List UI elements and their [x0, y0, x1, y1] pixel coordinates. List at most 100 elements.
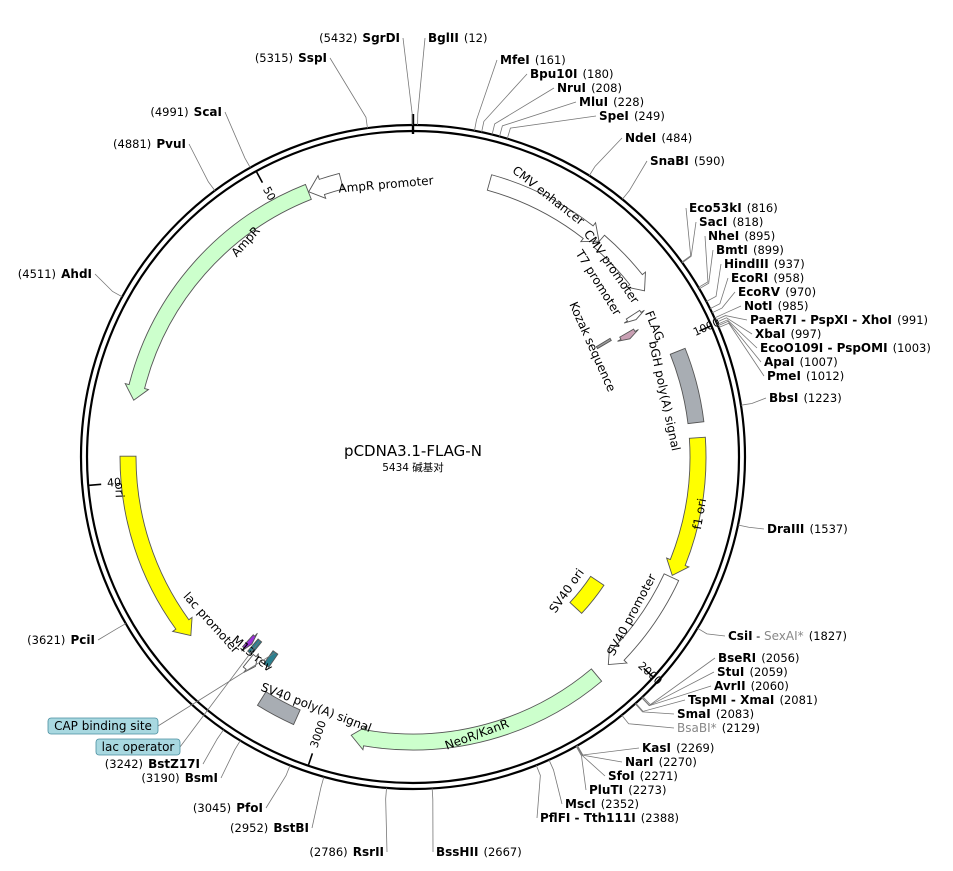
feature-label-ampr-promoter: AmpR promoter — [338, 173, 434, 195]
site-label-bsabi: BsaBI* (2129) — [677, 717, 760, 736]
feature-t7-promoter — [623, 309, 645, 324]
site-name: EcoO109I - PspOMI — [760, 341, 888, 355]
site-name: AvrII — [714, 679, 746, 693]
site-leader — [576, 745, 623, 763]
site-leader — [682, 221, 697, 264]
site-label-bsshii: BssHII (2667) — [436, 841, 522, 860]
site-leader — [97, 623, 127, 641]
feature-label-flag: FLAG — [642, 309, 667, 343]
site-leader — [220, 740, 241, 779]
feature-ori — [119, 455, 193, 637]
site-leader — [575, 746, 587, 791]
site-leader — [499, 101, 577, 137]
site-label-ecori: EcoRI (958) — [731, 267, 804, 286]
site-position: (970) — [785, 285, 816, 299]
site-position: (3190) — [141, 771, 179, 785]
site-label-nrui: NruI (208) — [557, 77, 622, 96]
site-name: ApaI — [764, 355, 794, 369]
feature-ampr — [124, 183, 312, 401]
site-label-hindiii: HindIII (937) — [724, 253, 805, 272]
site-leader — [716, 317, 753, 335]
site-leader — [202, 729, 224, 765]
site-leader — [698, 235, 709, 288]
site-leader — [622, 160, 648, 200]
site-position: (2388) — [641, 811, 679, 825]
site-name: BstBI — [273, 821, 309, 835]
tag-box-cap-binding-site — [47, 717, 159, 735]
site-label-avrii: AvrII (2060) — [714, 675, 789, 694]
plasmid-name: pCDNA3.1-FLAG-N — [344, 442, 482, 460]
site-name: NotI — [744, 299, 773, 313]
site-name: MscI — [565, 797, 596, 811]
site-name: Bpu10I — [530, 67, 577, 81]
site-leader — [402, 37, 413, 126]
plasmid-center-label: pCDNA3.1-FLAG-N 5434 碱基对 — [344, 442, 482, 474]
site-position: (2083) — [716, 707, 754, 721]
site-leader — [576, 745, 606, 777]
site-label-mfei: MfeI (161) — [500, 49, 566, 68]
feature-kozak — [595, 337, 612, 350]
site-label-bmti: BmtI (899) — [716, 239, 784, 258]
tag-label-lac-operator-tag: lac operator — [102, 740, 175, 754]
feature-lac-promoter — [242, 653, 259, 673]
site-position: (2081) — [779, 693, 817, 707]
site-leader — [548, 759, 563, 805]
site-label-sfoi: SfoI (2271) — [608, 765, 678, 784]
site-label-bsmi: (3190) BsmI — [141, 767, 218, 786]
tick-mark — [255, 171, 264, 183]
feature-ampr-promoter — [308, 172, 344, 200]
site-leader — [311, 776, 325, 829]
site-position: (958) — [773, 271, 804, 285]
site-leader — [417, 37, 426, 126]
site-position: (2056) — [761, 651, 799, 665]
site-name: RsrII — [353, 845, 384, 859]
site-leader — [621, 714, 675, 729]
site-label-beri: BseRI (2056) — [718, 647, 799, 666]
site-label-bstbi: (2952) BstBI — [230, 817, 309, 836]
site-leader — [715, 315, 748, 321]
site-label-bbsi: BbsI (1223) — [769, 387, 842, 406]
site-name: PflFI - Tth111I — [540, 811, 636, 825]
site-position: (991) — [897, 313, 928, 327]
site-name: PluTI — [589, 783, 623, 797]
site-name: TspMI - XmaI — [688, 693, 774, 707]
feature-bgh — [669, 347, 705, 425]
site-label-pmei: PmeI (1012) — [767, 365, 844, 384]
site-extra-name: SexAI* — [764, 629, 804, 643]
site-position: (228) — [613, 95, 644, 109]
tick-mark — [699, 325, 711, 332]
site-name: AhdI — [61, 267, 92, 281]
feature-m13-rev — [241, 632, 258, 652]
site-label-apai: ApaI (1007) — [764, 351, 838, 370]
site-name: PaeR7I - PspXI - XhoI — [750, 313, 892, 327]
site-position: (249) — [634, 109, 665, 123]
site-label-eco0109i: EcoO109I - PspOMI (1003) — [760, 337, 931, 356]
site-position: (1003) — [893, 341, 931, 355]
site-label-eco53ki: Eco53kI (816) — [689, 197, 778, 216]
site-label-sspi: (5315) SspI — [255, 47, 327, 66]
site-name: NarI — [625, 755, 654, 769]
site-label-nhei: NheI (895) — [708, 225, 775, 244]
site-name: KasI — [642, 741, 671, 755]
site-leader — [681, 207, 692, 263]
site-leader — [329, 57, 368, 129]
site-leader — [634, 703, 675, 715]
site-label-bpu10i: Bpu10I (180) — [530, 63, 613, 82]
site-position: (1223) — [803, 391, 841, 405]
site-position: (2352) — [601, 797, 639, 811]
site-label-draiii: DraIII (1537) — [767, 518, 848, 537]
feature-sv40-promoter — [607, 573, 680, 666]
site-leader — [431, 788, 434, 853]
site-label-mlui: MluI (228) — [579, 91, 644, 110]
site-position: (997) — [791, 327, 822, 341]
site-label-tspmi: TspMI - XmaI (2081) — [688, 689, 818, 708]
site-leader — [718, 322, 765, 377]
site-leader — [491, 87, 555, 135]
site-label-ecorv: EcoRV (970) — [738, 281, 816, 300]
site-position: (1012) — [806, 369, 844, 383]
site-name: BglII — [428, 31, 459, 45]
site-name: StuI — [717, 665, 744, 679]
site-position: (2270) — [659, 755, 697, 769]
